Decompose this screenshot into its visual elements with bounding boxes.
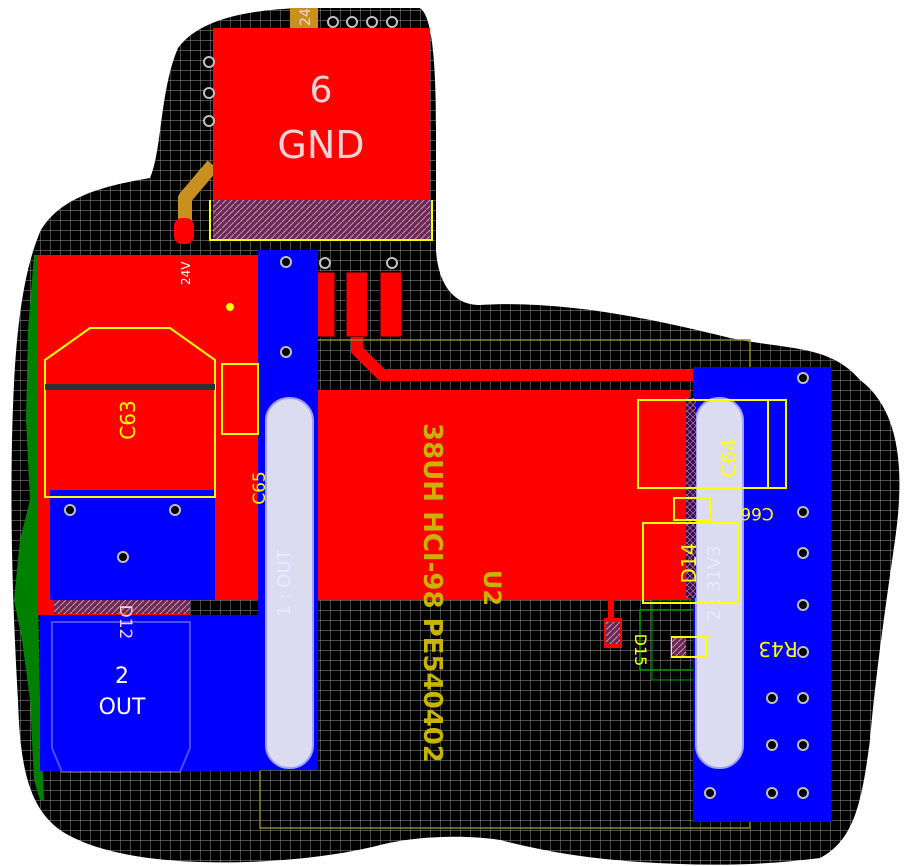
pad-2-31v3-label: 2 : 31V3 [704, 545, 725, 621]
c65-label: C65 [250, 471, 270, 505]
c64-label: C64 [717, 438, 741, 477]
c64-outline [637, 399, 787, 489]
trace-24-top [290, 8, 318, 28]
r43-label: R43 [758, 637, 797, 661]
pad-24v [174, 218, 194, 244]
c66-outline [673, 497, 711, 521]
c66-label: C66 [740, 503, 774, 523]
vias-blue [64, 256, 809, 799]
c63-outline [44, 327, 216, 498]
d15-pad-hatch [606, 622, 620, 644]
part-name-label: 38UH HCI-98 PE540402 [417, 423, 447, 763]
pad-6-gnd [213, 28, 430, 202]
pad-6-outline [209, 200, 433, 241]
d14-label: D14 [677, 543, 701, 584]
pad-6-name: GND [277, 123, 364, 167]
bottom-copper-left [50, 490, 215, 600]
pad-1-out-label: 1 : OUT [274, 548, 295, 616]
pad-6-number: 6 [310, 70, 333, 111]
trace-red-right [351, 337, 700, 381]
u2-label: U2 [478, 570, 506, 606]
net-24v-label: 24V [179, 261, 193, 285]
hatch-left [54, 600, 190, 614]
via-smd-3 [386, 257, 398, 269]
slot-pad-1 [265, 397, 314, 769]
d12-label: D12 [115, 605, 135, 640]
smd-pad-2 [345, 271, 369, 338]
d14-outline [642, 522, 739, 604]
c63-label: C63 [116, 400, 140, 439]
board-edge-left [14, 255, 44, 800]
d15-trace [608, 600, 614, 620]
c63-dot [226, 303, 234, 311]
smd-pad-1 [316, 271, 336, 338]
net-24-top-label: 24 [298, 8, 314, 26]
via-smd-1 [319, 257, 331, 269]
pad-2-out-outline [51, 621, 191, 773]
smd-pad-3 [379, 271, 403, 338]
bottom-copper-left-lower [40, 615, 260, 771]
d15-label: D15 [631, 634, 650, 667]
c65-outline [221, 363, 259, 435]
pad-6-hatch [213, 200, 430, 240]
pad-2-number: 2 [115, 664, 129, 689]
top-vias [203, 16, 398, 127]
pad-2-name: OUT [99, 695, 146, 720]
d15-pad-right-fill [672, 638, 686, 656]
